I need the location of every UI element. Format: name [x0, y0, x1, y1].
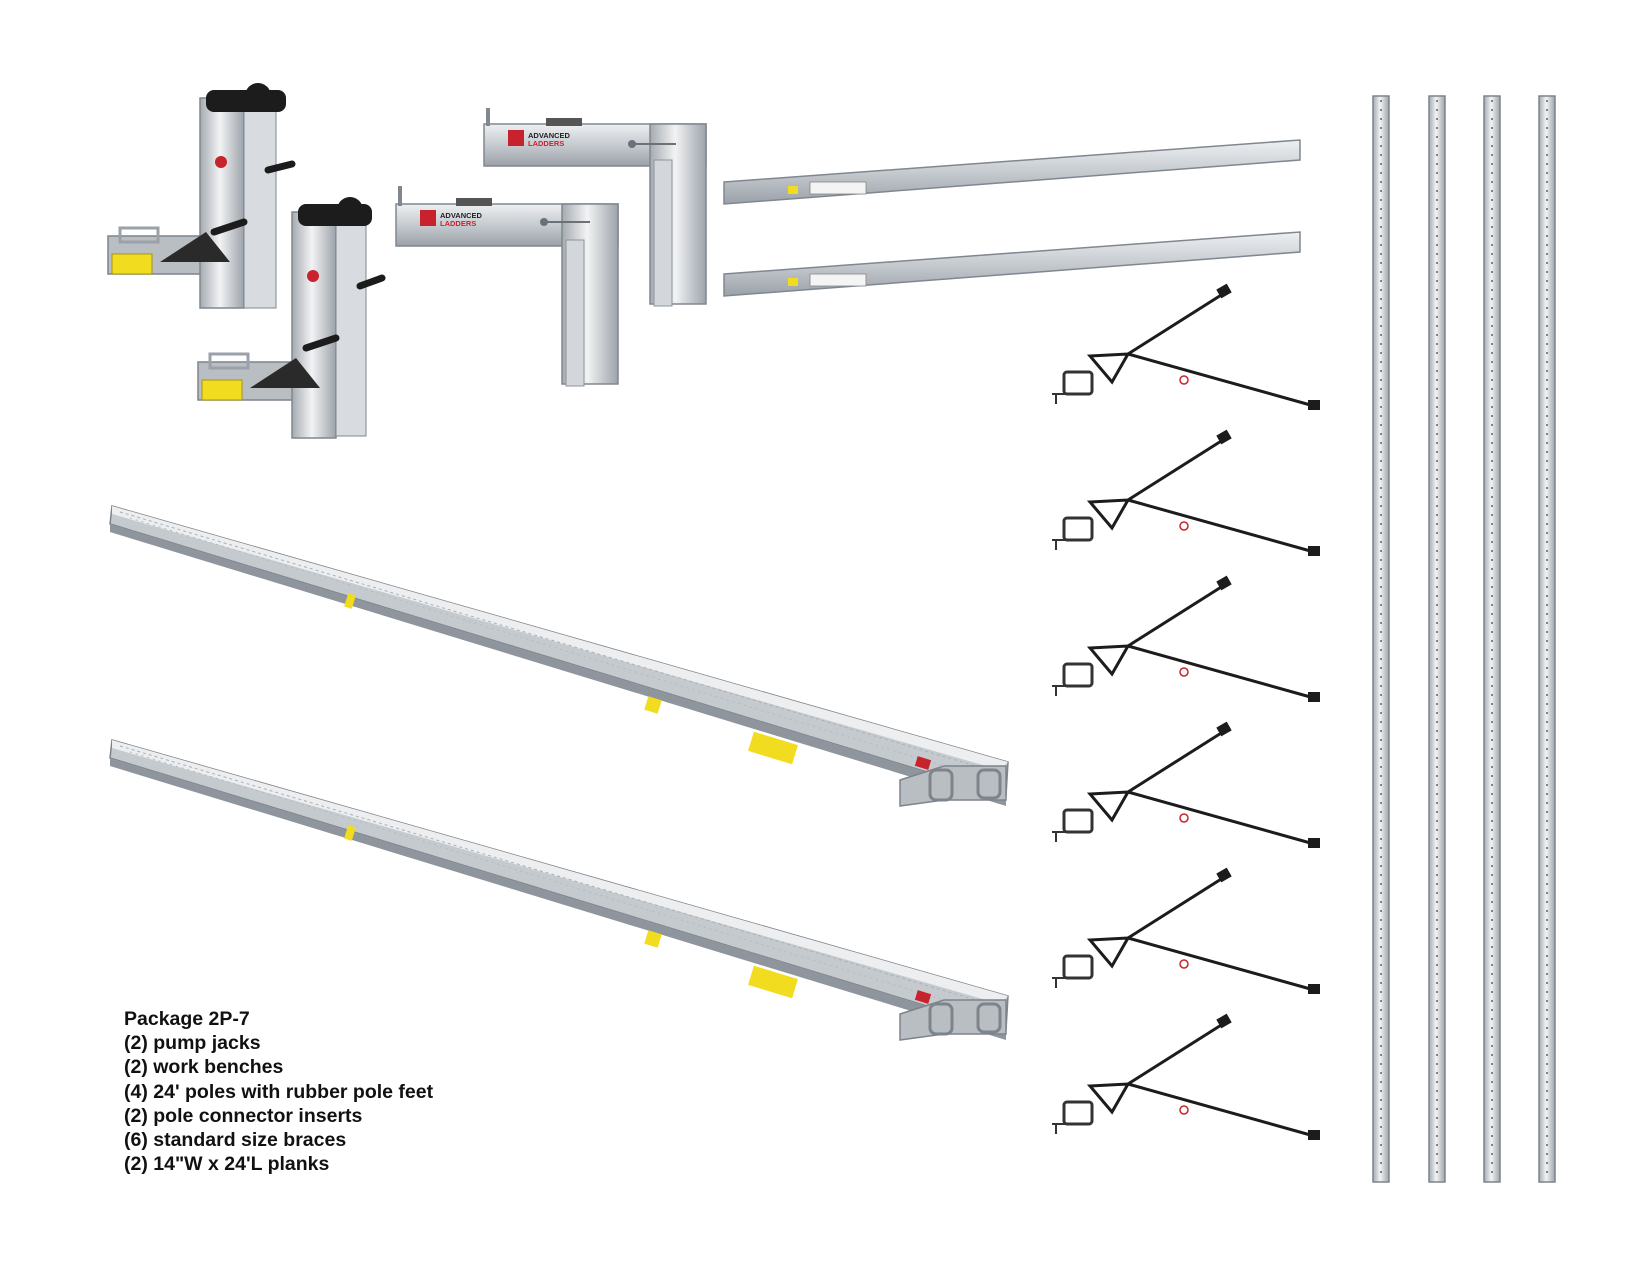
svg-text:LADDERS: LADDERS — [528, 139, 564, 148]
package-item: (2) 14"W x 24'L planks — [124, 1153, 330, 1176]
pole-1 — [1372, 95, 1390, 1183]
svg-text:ADVANCED: ADVANCED — [440, 211, 483, 220]
package-item: (2) pump jacks — [124, 1032, 261, 1055]
package-item: (4) 24' poles with rubber pole feet — [124, 1080, 434, 1103]
svg-text:ADVANCED: ADVANCED — [528, 131, 571, 140]
plank-1 — [109, 505, 1009, 807]
plank-2 — [109, 739, 1009, 1041]
pole-2 — [1428, 95, 1446, 1183]
braces-group — [1052, 283, 1320, 1140]
brace-5 — [1052, 867, 1320, 994]
brace-1 — [1052, 283, 1320, 410]
pole-connector-insert-2 — [723, 231, 1301, 297]
pole-3 — [1483, 95, 1501, 1183]
advanced-ladders-logo: ADVANCED LADDERS — [508, 130, 571, 148]
package-title: Package 2P-7 — [124, 1008, 250, 1030]
package-item: (6) standard size braces — [124, 1129, 347, 1152]
pump-jack-2 — [197, 197, 386, 439]
svg-text:LADDERS: LADDERS — [440, 219, 476, 228]
brace-4 — [1052, 721, 1320, 848]
pump-jack-1 — [107, 83, 296, 309]
brace-2 — [1052, 429, 1320, 556]
pole-connector-insert-1 — [723, 139, 1301, 205]
work-bench-1: ADVANCED LADDERS — [483, 108, 707, 307]
package-item: (2) work benches — [124, 1056, 284, 1079]
advanced-ladders-logo: ADVANCED LADDERS — [420, 210, 483, 228]
pole-4 — [1538, 95, 1556, 1183]
brace-6 — [1052, 1013, 1320, 1140]
work-bench-2: ADVANCED LADDERS — [395, 186, 619, 387]
brace-3 — [1052, 575, 1320, 702]
package-caption: Package 2P-7 (2) pump jacks (2) work ben… — [124, 1007, 433, 1176]
package-item: (2) pole connector inserts — [124, 1104, 363, 1127]
